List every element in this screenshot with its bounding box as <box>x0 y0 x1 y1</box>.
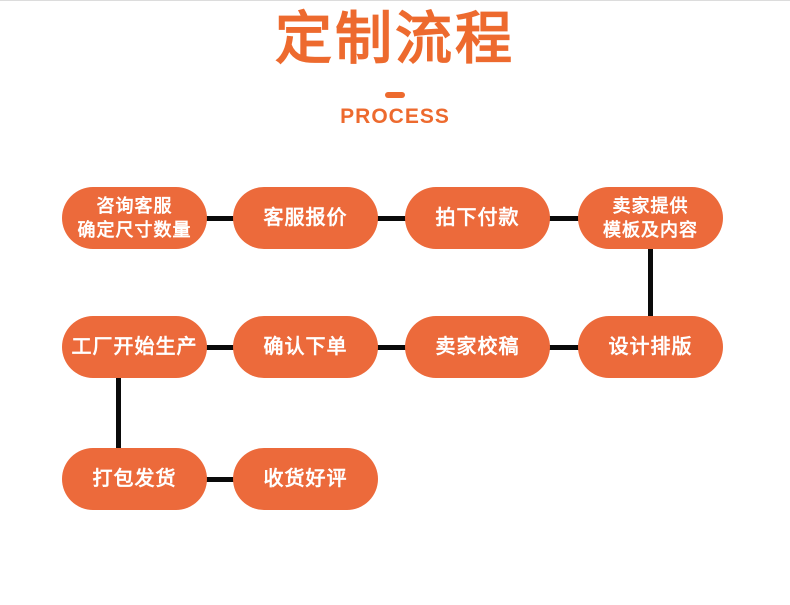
node-factory-production: 工厂开始生产 <box>62 316 207 378</box>
node-consult-service: 咨询客服 确定尺寸数量 <box>62 187 207 249</box>
node-pack-ship: 打包发货 <box>62 448 207 510</box>
title-divider-dash <box>385 92 405 98</box>
connector-production-to-ship <box>116 374 121 454</box>
node-service-quote: 客服报价 <box>233 187 378 249</box>
node-seller-proofread: 卖家校稿 <box>405 316 550 378</box>
page-title: 定制流程 <box>275 7 515 71</box>
connector-row2-proofread-confirm <box>370 345 412 350</box>
page-subtitle: PROCESS <box>340 105 450 128</box>
node-seller-provides-template: 卖家提供 模板及内容 <box>578 187 723 249</box>
node-confirm-order: 确认下单 <box>233 316 378 378</box>
connector-row1-quote-pay <box>370 216 412 221</box>
connector-row1-pay-template <box>543 216 585 221</box>
connector-row2-layout-proofread <box>543 345 585 350</box>
node-design-layout: 设计排版 <box>578 316 723 378</box>
node-place-order-pay: 拍下付款 <box>405 187 550 249</box>
connector-row1-consult-quote <box>198 216 240 221</box>
node-receive-review: 收货好评 <box>233 448 378 510</box>
connector-row2-confirm-production <box>198 345 240 350</box>
connector-template-to-layout <box>648 245 653 321</box>
connector-row3-ship-review <box>198 477 240 482</box>
